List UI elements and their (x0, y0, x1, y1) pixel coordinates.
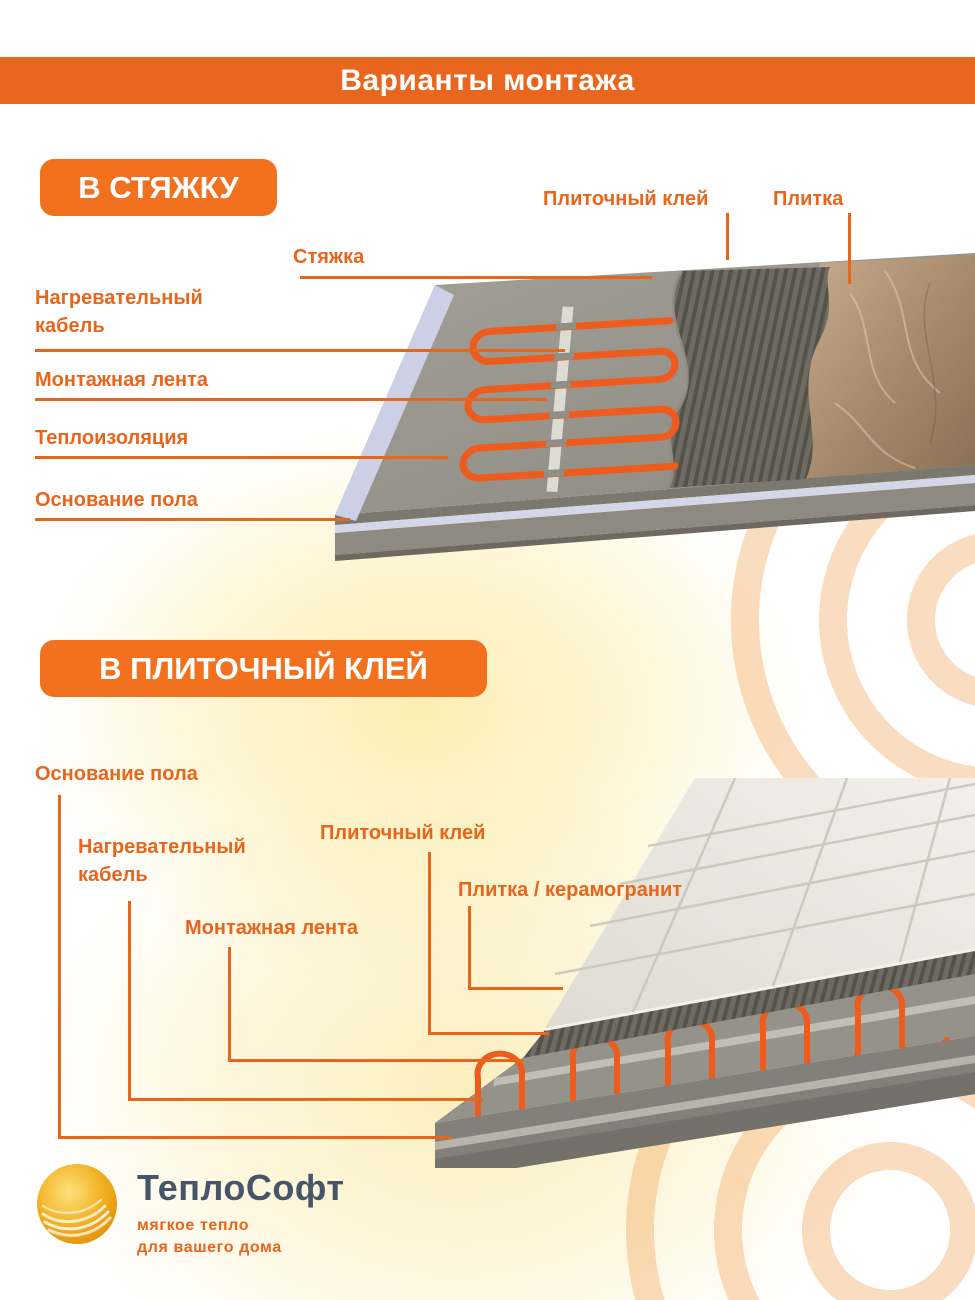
screed-installation-illustration (335, 253, 975, 561)
label-floor-base-2: Основание пола (35, 763, 198, 785)
marble-tile (800, 255, 975, 479)
connector-line-floor-base (35, 518, 350, 521)
label-screed: Стяжка (293, 246, 365, 268)
label-insulation: Теплоизоляция (35, 427, 189, 449)
logo-text-block: ТеплоСофт мягкое тепло для вашего дома (137, 1162, 345, 1258)
section-badge-tile-adhesive-label: В ПЛИТОЧНЫЙ КЛЕЙ (99, 650, 428, 686)
label-mounting-tape: Монтажная лента (35, 369, 209, 391)
tile-adhesive-band (666, 267, 830, 489)
connector-line-heating-cable (35, 349, 565, 352)
logo-tagline: мягкое тепло для вашего дома (137, 1215, 345, 1258)
logo-tagline-line2: для вашего дома (137, 1238, 282, 1256)
page-title: Варианты монтажа (340, 63, 635, 97)
label-tile-adhesive: Плиточный клей (543, 188, 709, 210)
connector-line-tile-2 (468, 906, 563, 990)
label-heating-cable-2: Нагревательный кабель (78, 836, 246, 886)
label-floor-base: Основание пола (35, 489, 198, 511)
logo-name: ТеплоСофт (137, 1167, 345, 1208)
connector-line-insulation (35, 456, 448, 459)
label-heating-cable: Нагревательный кабель (35, 287, 203, 337)
section-badge-screed-label: В СТЯЖКУ (78, 169, 239, 205)
logo-tagline-line1: мягкое тепло (137, 1217, 250, 1234)
label-tile: Плитка (773, 188, 844, 210)
label-tile-2: Плитка / керамогранит (458, 879, 683, 901)
section-badge-screed: В СТЯЖКУ (40, 159, 277, 216)
section-badge-tile-adhesive: В ПЛИТОЧНЫЙ КЛЕЙ (40, 640, 487, 697)
connector-line-mounting-tape (35, 398, 547, 401)
company-logo: ТеплоСофт мягкое тепло для вашего дома (35, 1162, 345, 1258)
connector-line-tile (848, 213, 851, 284)
label-mounting-tape-2: Монтажная лента (185, 917, 359, 939)
logo-sun-swirl-icon (37, 1164, 117, 1244)
label-tile-adhesive-2: Плиточный клей (320, 822, 486, 844)
connector-line-tile-adhesive (726, 213, 729, 260)
connector-line-screed (300, 276, 652, 279)
header-bar: Варианты монтажа (0, 57, 975, 104)
